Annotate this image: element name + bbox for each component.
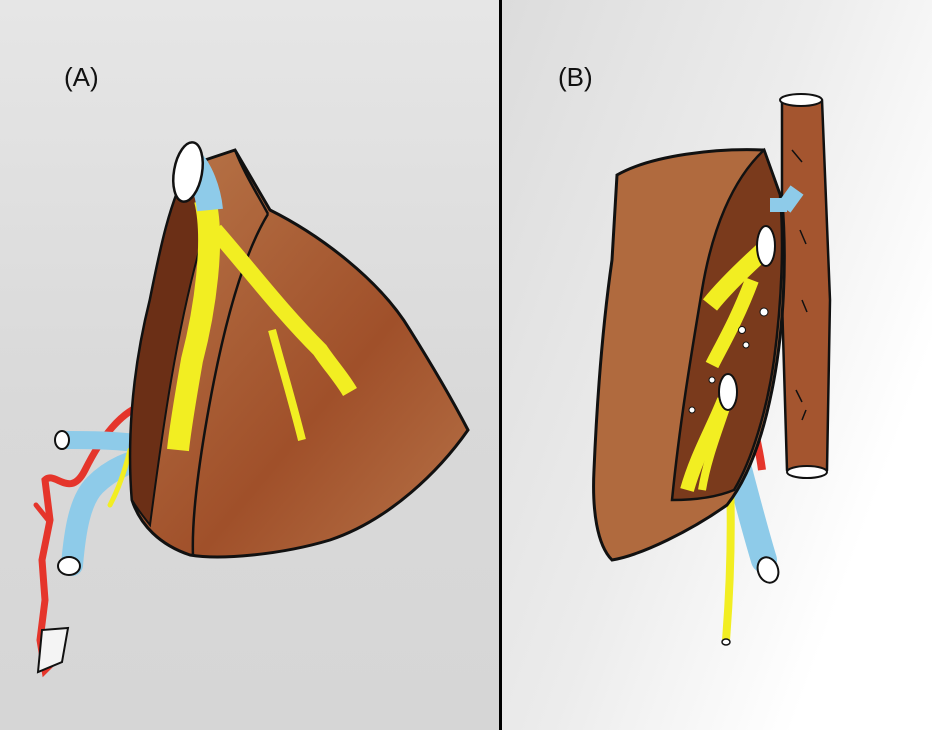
vessel-opening-1 <box>760 308 768 316</box>
panel-b-illustration <box>502 0 932 730</box>
hepatic-artery-a-end <box>38 628 68 672</box>
bile-duct-b-cut-upper <box>757 226 775 266</box>
vessel-opening-4 <box>689 407 695 413</box>
panel-b: (B) <box>502 0 932 730</box>
vessel-opening-5 <box>709 377 715 383</box>
vena-cava-b-bottom <box>787 466 827 478</box>
panel-a: (A) <box>0 0 500 730</box>
vena-cava-b <box>782 96 830 476</box>
bile-duct-b-cut-lower <box>719 374 737 410</box>
panel-a-illustration <box>0 0 500 730</box>
portal-vein-a-end <box>58 557 80 575</box>
vessel-opening-3 <box>743 342 749 348</box>
vessel-opening-2 <box>739 327 746 334</box>
portal-vein-a-top-end <box>55 431 69 449</box>
bile-duct-b-end <box>722 639 730 645</box>
vena-cava-b-top <box>780 94 822 106</box>
